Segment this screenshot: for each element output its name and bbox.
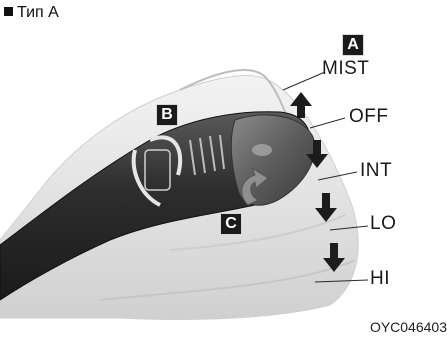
callout-badge-a: A (342, 34, 364, 56)
label-lo: LO (370, 213, 396, 235)
label-mist: MIST (322, 58, 369, 80)
image-code: OYC046403 (370, 319, 447, 335)
label-hi: HI (370, 268, 390, 290)
label-off: OFF (349, 106, 389, 128)
callout-badge-c: C (220, 213, 242, 235)
callout-badge-b: B (156, 104, 178, 126)
label-int: INT (360, 160, 392, 182)
